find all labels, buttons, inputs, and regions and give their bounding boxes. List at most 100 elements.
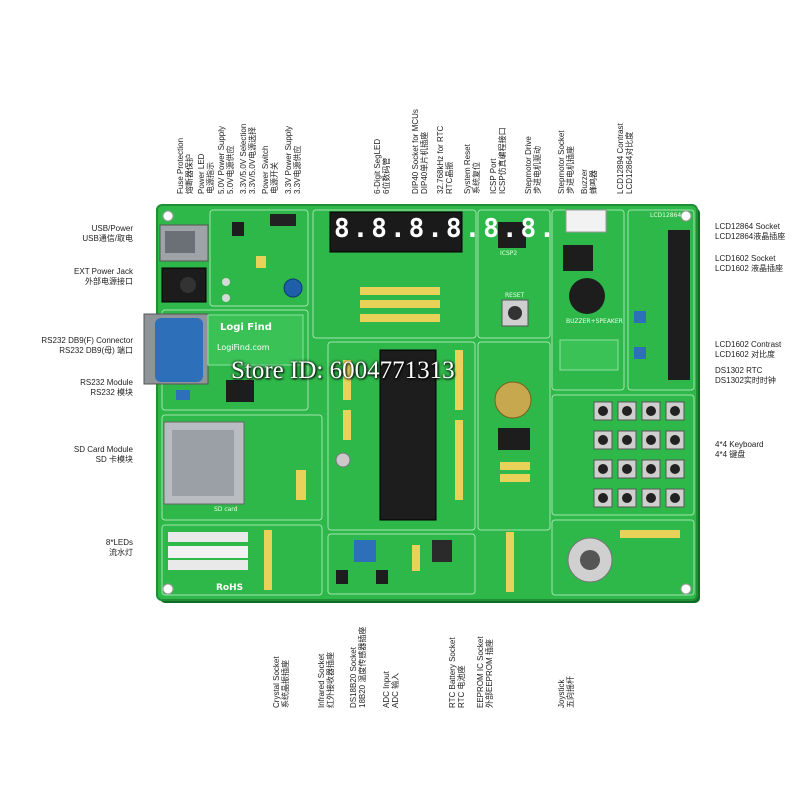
label-en: DS18B20 Socket: [349, 647, 358, 708]
keypad-key-cap: [598, 435, 608, 445]
label-zh: 步进电机插座: [566, 146, 575, 194]
keypad-key-cap: [646, 435, 656, 445]
keypad-key-cap: [670, 493, 680, 503]
label-en: Stepmotor Drive: [524, 136, 533, 194]
label-zh: DIP40单片机插座: [420, 131, 429, 194]
silk-reset: RESET: [505, 292, 525, 299]
label-en: 5.0V Power Supply: [217, 125, 226, 194]
label-en: 4*4 Keyboard: [715, 440, 764, 449]
label-en: 6-Digit SegLED: [373, 138, 382, 194]
label-zh: 流水灯: [109, 548, 133, 557]
label-en: SD Card Module: [73, 445, 133, 454]
label-en: EXT Power Jack: [74, 267, 133, 276]
mount-hole-bl: [162, 583, 174, 595]
label-zh: 4*4 键盘: [715, 450, 746, 459]
label-en: Infrared Socket: [317, 653, 326, 708]
label-zh: 系统晶振插座: [281, 660, 290, 708]
label-en: Power Switch: [261, 145, 270, 194]
silk-icsp: ICSP2: [500, 250, 518, 257]
buzzer: [569, 278, 605, 314]
label-en: RS232 DB9(F) Connector: [41, 336, 133, 345]
keypad-key-cap: [622, 493, 632, 503]
mount-hole-br: [680, 583, 692, 595]
label-en: LCD12894 Contrast: [616, 123, 625, 194]
keypad-key-cap: [670, 406, 680, 416]
label-zh: RS232 DB9(母) 端口: [59, 346, 133, 355]
label-zh: LCD12864对比度: [625, 131, 634, 194]
label-en: 8*LEDs: [105, 538, 133, 547]
mount-hole-tr: [680, 210, 692, 222]
keypad-key-cap: [646, 406, 656, 416]
rtc-battery: [494, 381, 532, 419]
label-en: 3.3V/5.0V Selection: [239, 123, 248, 194]
label-zh: 系统复位: [472, 162, 481, 194]
seg-display: [329, 211, 463, 253]
label-zh: 步进电机驱动: [533, 146, 542, 194]
label-en: ADC Input: [382, 671, 391, 708]
label-en: Buzzer: [580, 169, 589, 194]
label-zh: 3.3V/5.0V电源选择: [248, 126, 257, 194]
silk-lcd12864: LCD12864: [650, 212, 682, 219]
keypad-key-cap: [622, 464, 632, 474]
icsp-port: [498, 222, 526, 248]
board-brand: LogiFind.com: [217, 343, 270, 352]
label-zh: ADC 输入: [391, 672, 400, 708]
keypad-key-cap: [622, 435, 632, 445]
label-zh: 熔断器保护: [185, 154, 194, 194]
board-logo: Logi Find: [220, 322, 272, 333]
label-zh: 18B20 温度传感器插座: [358, 626, 367, 708]
label-en: LCD1602 Contrast: [715, 340, 782, 349]
label-en: RS232 Module: [80, 378, 133, 387]
label-en: Crystal Socket: [272, 656, 281, 708]
label-zh: 五向摇杆: [566, 676, 575, 708]
keypad-key-cap: [670, 464, 680, 474]
mcu-socket: [379, 349, 437, 521]
keypad-key-cap: [622, 406, 632, 416]
headers-top: [360, 287, 440, 322]
label-zh: 红外接收器插座: [326, 652, 335, 708]
label-zh: LCD12864液晶插座: [715, 232, 786, 241]
keypad-key-cap: [598, 406, 608, 416]
store-watermark: Store ID: 6004771313: [231, 357, 455, 384]
silk-sd: SD card: [214, 506, 238, 513]
label-en: RTC Battery Socket: [448, 637, 457, 708]
label-zh: 电源开关: [270, 162, 279, 194]
label-zh: SD 卡模块: [95, 455, 133, 464]
label-zh: 外部EEPROM 插座: [485, 639, 494, 708]
label-zh: RTC晶振: [445, 161, 454, 194]
label-en: Joystick: [557, 679, 566, 708]
label-en: USB/Power: [91, 224, 133, 233]
seg-digits: 8.8.8.8.8.8.: [334, 214, 558, 244]
label-zh: LCD1602 液晶插座: [715, 264, 784, 273]
label-zh: USB通信/取电: [82, 234, 133, 243]
label-en: 32.768kHz for RTC: [436, 125, 445, 194]
label-zh: 电源指示: [206, 162, 215, 194]
label-zh: LCD1602 对比度: [715, 350, 776, 359]
